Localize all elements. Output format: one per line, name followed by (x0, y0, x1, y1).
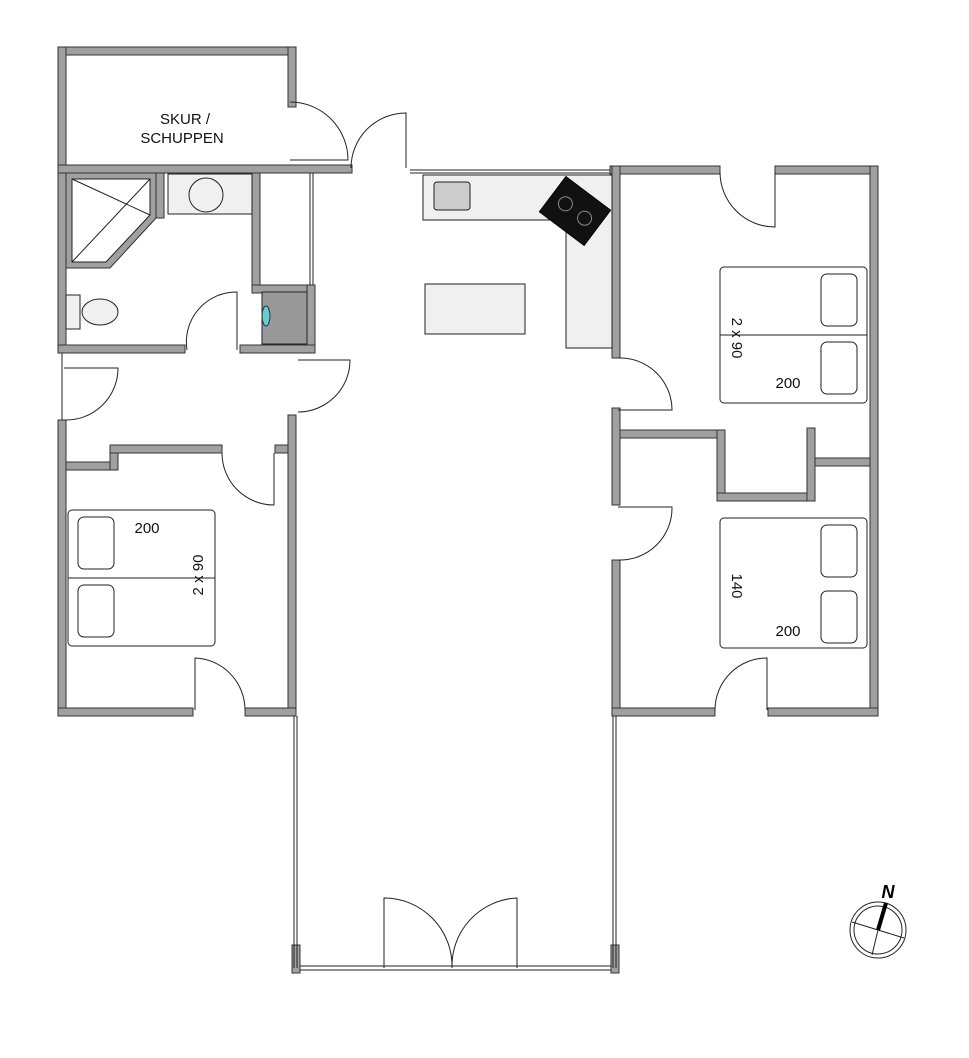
bed-size-right-bottom: 140 (728, 573, 745, 598)
dining-table (424, 283, 526, 335)
bathroom-fixtures (65, 172, 308, 345)
doors (63, 101, 776, 969)
bed-size-left: 2 x 90 (190, 555, 207, 596)
shed-label-1: SKUR / (160, 111, 211, 128)
compass-icon: N (849, 882, 907, 959)
toilet-icon (65, 294, 81, 330)
beds (67, 266, 868, 649)
kitchen-sink-icon (433, 181, 471, 211)
bed-length-right-top: 200 (775, 375, 800, 392)
compass-north-label: N (882, 882, 896, 902)
bed-length-left: 200 (134, 520, 159, 537)
kitchen (422, 174, 613, 349)
stove-icon (538, 175, 612, 247)
room-labels: SKUR / SCHUPPEN 200 2 x 90 200 2 x 90 20… (134, 111, 800, 640)
bed-size-right-top: 2 x 90 (728, 318, 745, 359)
windows (61, 169, 617, 971)
shed-label-2: SCHUPPEN (140, 130, 223, 147)
bed-length-right-bottom: 200 (775, 623, 800, 640)
walls (57, 46, 879, 974)
